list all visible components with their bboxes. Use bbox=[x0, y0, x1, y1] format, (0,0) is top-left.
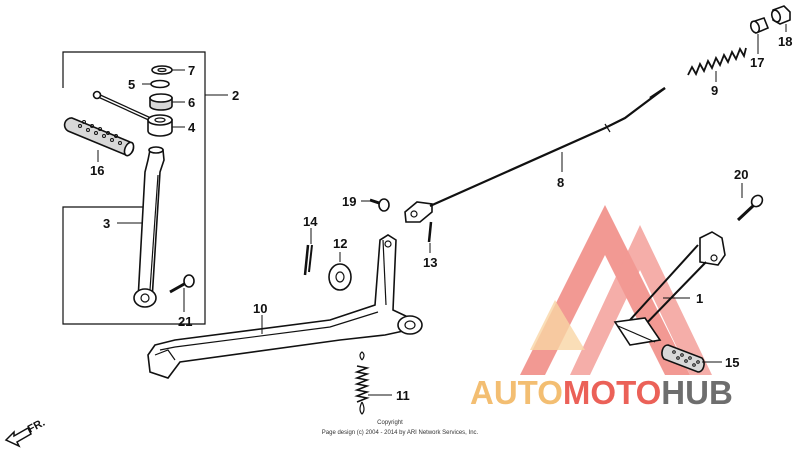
callout-21: 21 bbox=[178, 314, 192, 329]
callout-1: 1 bbox=[696, 291, 703, 306]
callout-20: 20 bbox=[734, 167, 748, 182]
callout-12: 12 bbox=[333, 236, 347, 251]
part-20-bolt bbox=[736, 194, 764, 222]
watermark-logo-icon bbox=[520, 205, 712, 375]
part-5-clip bbox=[150, 79, 170, 89]
front-direction-label: FR. bbox=[26, 417, 47, 436]
part-14-cotter-pin bbox=[303, 244, 313, 276]
callout-17: 17 bbox=[750, 55, 764, 70]
callout-13: 13 bbox=[423, 255, 437, 270]
copyright-line-1: Copyright bbox=[377, 420, 403, 426]
callout-8: 8 bbox=[557, 175, 564, 190]
part-3-lever-arm bbox=[133, 146, 165, 308]
part-1-brake-arm bbox=[613, 231, 726, 346]
callout-11: 11 bbox=[396, 388, 410, 403]
callout-16: 16 bbox=[90, 163, 104, 178]
group-bracket bbox=[62, 51, 206, 325]
part-19-bolt bbox=[369, 198, 390, 212]
part-12-washer bbox=[328, 263, 352, 291]
callout-18: 18 bbox=[778, 34, 792, 49]
callout-9: 9 bbox=[711, 83, 718, 98]
watermark-part-2: MOTO bbox=[563, 374, 661, 411]
part-13-pin bbox=[427, 221, 433, 243]
callout-14: 14 bbox=[303, 214, 318, 229]
part-7-washer bbox=[151, 65, 173, 75]
callout-19: 19 bbox=[342, 194, 356, 209]
pivot-bolt bbox=[92, 90, 153, 122]
part-18-cap-nut bbox=[770, 5, 791, 25]
part-21-bolt bbox=[169, 274, 195, 294]
part-11-return-spring bbox=[354, 351, 370, 415]
callout-4: 4 bbox=[188, 120, 196, 135]
watermark-part-3: HUB bbox=[661, 374, 733, 411]
callout-3: 3 bbox=[103, 216, 110, 231]
callout-6: 6 bbox=[188, 95, 195, 110]
part-8-brake-rod bbox=[404, 86, 666, 223]
callout-10: 10 bbox=[253, 301, 267, 316]
part-9-rod-spring bbox=[687, 46, 747, 77]
part-10-brake-pedal bbox=[147, 234, 423, 379]
part-17-adjust-nut bbox=[749, 17, 770, 35]
callout-5: 5 bbox=[128, 77, 135, 92]
callout-15: 15 bbox=[725, 355, 739, 370]
callout-7: 7 bbox=[188, 63, 195, 78]
svg-text:AUTOMOTOHUB: AUTOMOTOHUB bbox=[470, 374, 733, 411]
callout-2: 2 bbox=[232, 88, 239, 103]
front-direction-arrow-icon bbox=[4, 426, 32, 448]
watermark-wordmark: AUTOMOTOHUB bbox=[470, 374, 733, 411]
watermark-part-1: AUTO bbox=[470, 374, 563, 411]
copyright-line-2: Page design (c) 2004 - 2014 by ARI Netwo… bbox=[322, 430, 479, 436]
part-16-peg-rubber bbox=[63, 117, 135, 157]
